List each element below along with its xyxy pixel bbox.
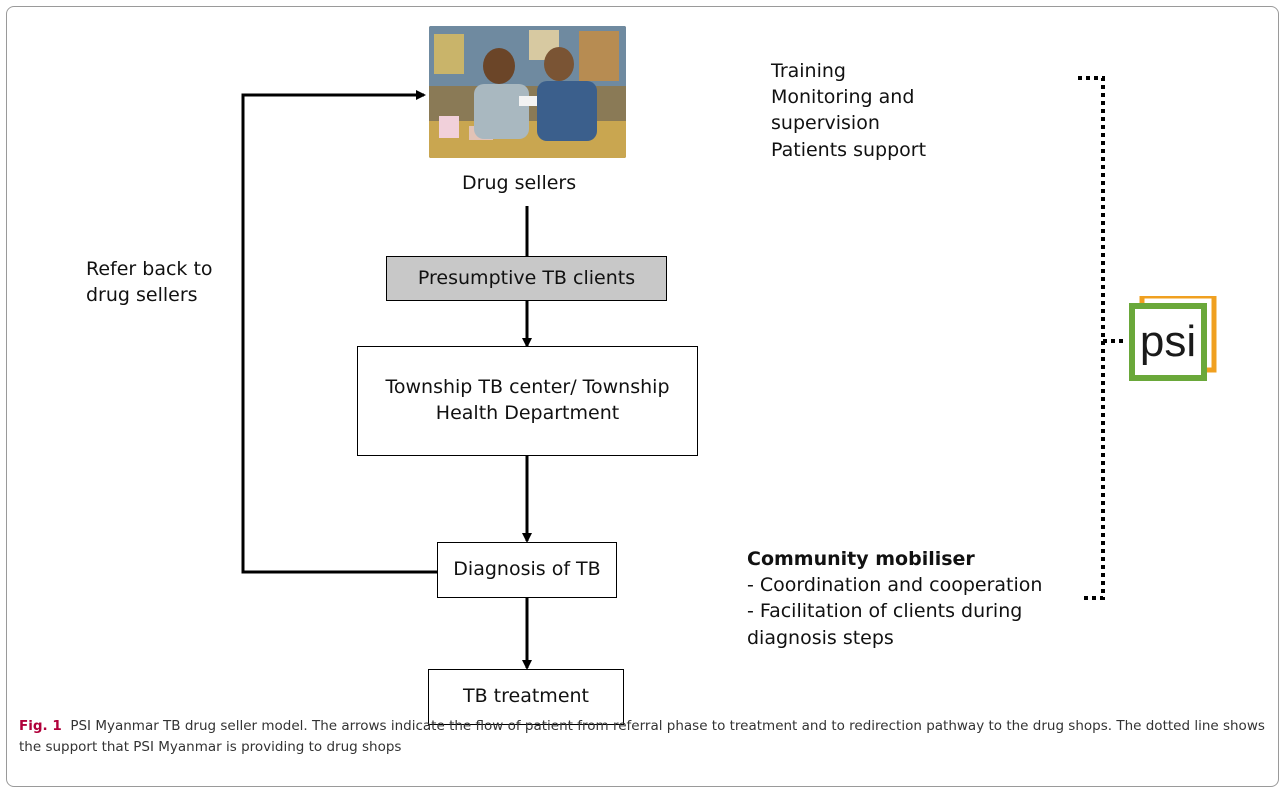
node-treatment-label: TB treatment <box>463 685 589 708</box>
node-township-tb-center: Township TB center/ Township Health Depa… <box>357 346 698 456</box>
support-item: Monitoring and <box>771 86 915 109</box>
node-township-line2: Health Department <box>435 402 620 424</box>
support-item: Patients support <box>771 138 927 161</box>
drug-sellers-label: Drug sellers <box>462 172 577 194</box>
node-diagnosis-of-tb: Diagnosis of TB <box>437 542 617 598</box>
support-item: supervision <box>771 112 880 135</box>
caption-label: Fig. 1 <box>19 718 62 734</box>
community-item: - Coordination and cooperation <box>747 574 1043 597</box>
refer-back-label: Refer back to drug sellers <box>86 256 213 308</box>
drug-sellers-photo <box>429 26 626 158</box>
figure-frame <box>6 6 1279 787</box>
psi-logo: psi <box>1128 293 1222 382</box>
node-presumptive-tb-clients: Presumptive TB clients <box>386 256 667 301</box>
node-diagnosis-label: Diagnosis of TB <box>453 558 601 581</box>
psi-logo-text: psi <box>1140 317 1196 366</box>
refer-back-line1: Refer back to <box>86 258 213 280</box>
community-mobiliser-block: Community mobiliser - Coordination and c… <box>747 546 1042 651</box>
support-dotted-bracket <box>1078 76 1105 600</box>
community-item: - Facilitation of clients during <box>747 600 1023 623</box>
support-list: Training Monitoring and supervision Pati… <box>771 58 926 163</box>
node-presumptive-label: Presumptive TB clients <box>417 266 636 289</box>
support-item: Training <box>771 60 846 82</box>
caption-text: PSI Myanmar TB drug seller model. The ar… <box>19 718 1265 755</box>
node-township-line1: Township TB center/ Township <box>385 376 670 399</box>
community-mobiliser-title: Community mobiliser <box>747 548 975 570</box>
node-tb-treatment: TB treatment <box>428 669 624 725</box>
community-item: diagnosis steps <box>747 626 894 649</box>
refer-back-arrow <box>241 90 437 574</box>
figure-caption: Fig. 1 PSI Myanmar TB drug seller model.… <box>19 716 1269 758</box>
refer-back-line2: drug sellers <box>86 284 198 307</box>
